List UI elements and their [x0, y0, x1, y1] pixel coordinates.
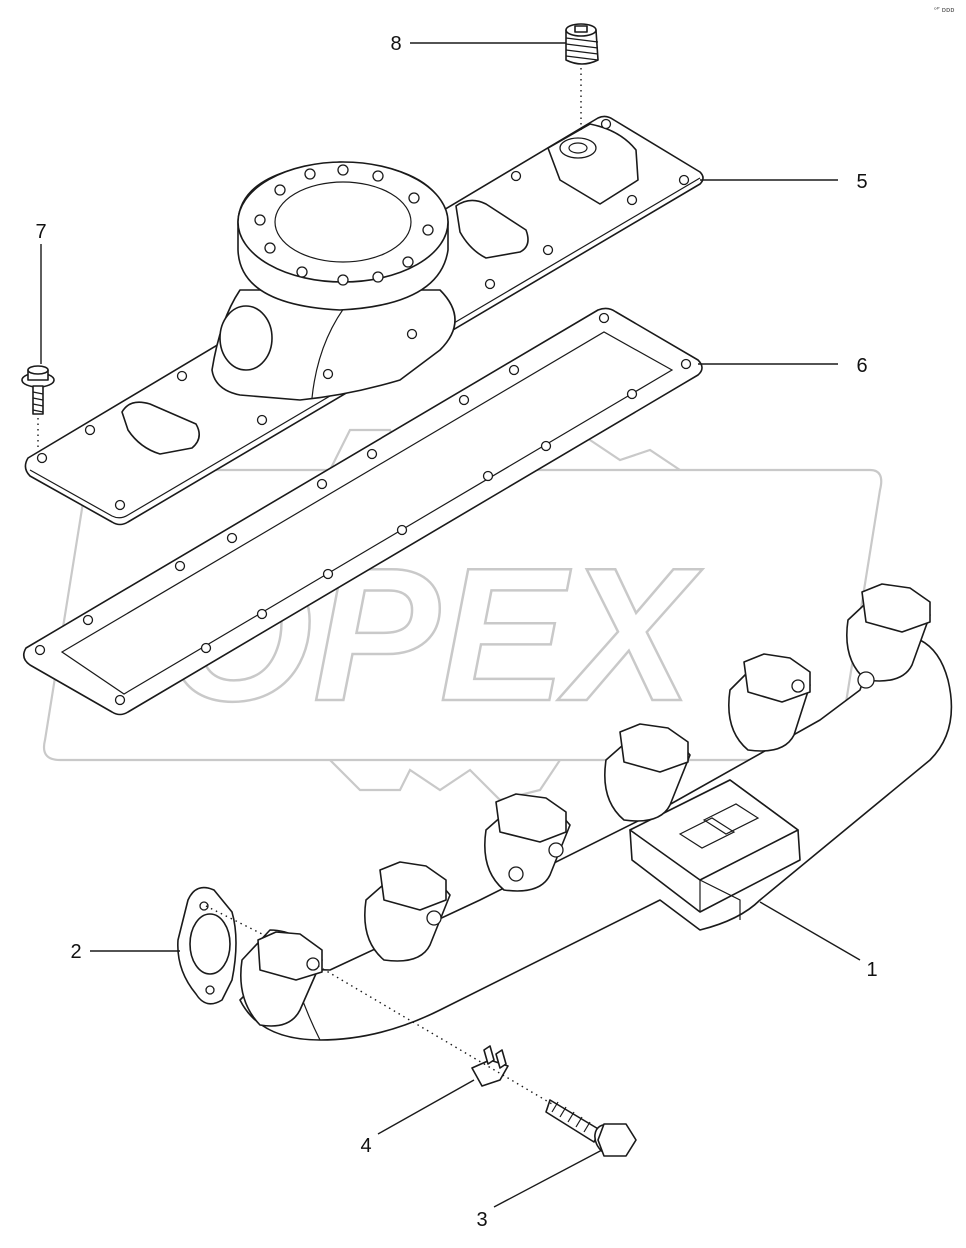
- leader-1: [759, 901, 861, 961]
- callout-2: 2: [70, 941, 81, 963]
- callout-7: 7: [35, 221, 46, 243]
- callout-5: 5: [856, 171, 867, 193]
- part-1-exhaust-manifold: [239, 583, 953, 1041]
- part-5-outlet-cover: [24, 115, 704, 526]
- part-7-flange-bolt: [21, 365, 55, 450]
- part-2-port-gasket: [177, 886, 271, 1005]
- callout-6: 6: [856, 355, 867, 377]
- leader-lines: [40, 42, 861, 1208]
- leader-4: [377, 1079, 475, 1135]
- callout-labels: 8 5 7 6 1 2 4 3: [35, 33, 877, 1231]
- part-3-bolt: [317, 965, 637, 1157]
- part-6-gasket: [22, 307, 703, 716]
- part-4-lock-plate: [471, 1045, 509, 1087]
- part-8-plug-screw: [565, 23, 599, 130]
- callout-8: 8: [390, 33, 401, 55]
- callout-3: 3: [476, 1209, 487, 1231]
- callout-4: 4: [360, 1135, 371, 1157]
- leader-3: [493, 1149, 603, 1208]
- corner-mark: ᵒᴾ ᴅᴅᴅ: [934, 6, 954, 14]
- callout-1: 1: [866, 959, 877, 981]
